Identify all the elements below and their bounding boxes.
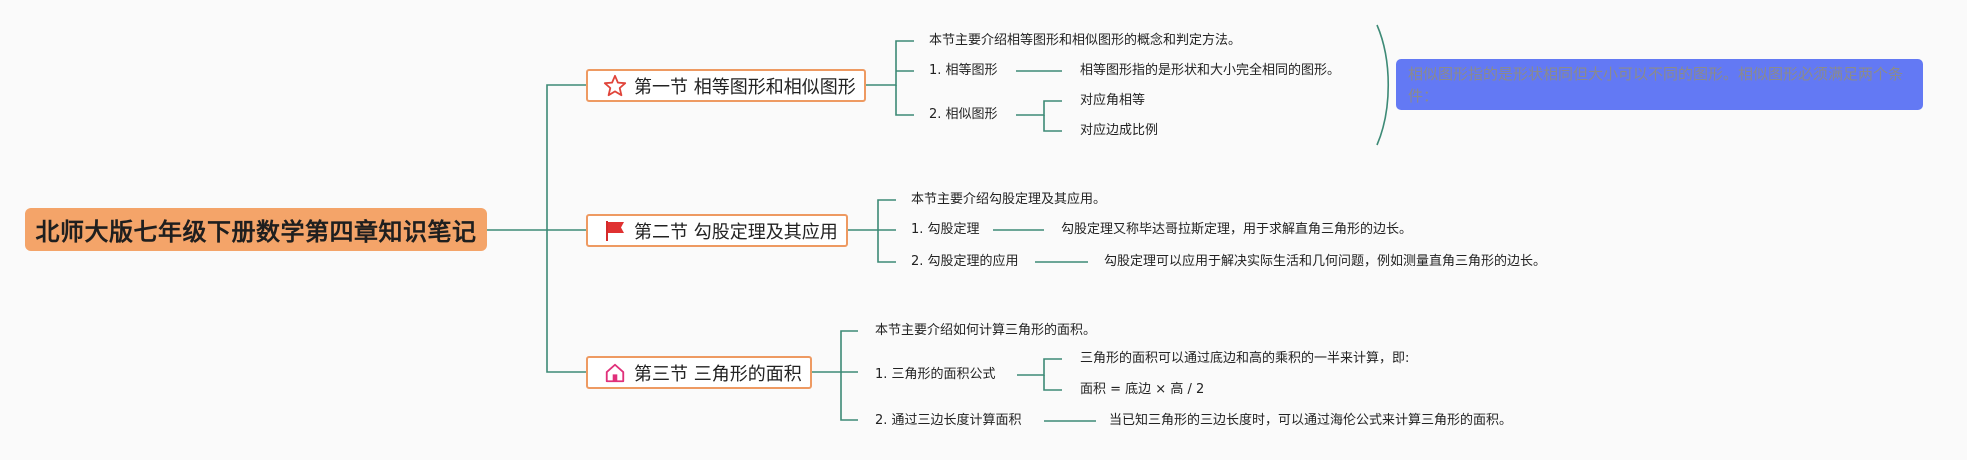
section-3-item-1-detail-1: 三角形的面积可以通过底边和高的乘积的一半来计算，即: xyxy=(1080,351,1410,366)
section-1-item-2-detail-1: 对应角相等 xyxy=(1080,93,1146,108)
section-1-item-1-detail: 相等图形指的是形状和大小完全相同的图形。 xyxy=(1080,63,1341,78)
section-1-title: 第一节 相等图形和相似图形 xyxy=(634,76,856,98)
section-1-item-2-label: 2. 相似图形 xyxy=(929,107,998,122)
section-2-item-1-label: 1. 勾股定理 xyxy=(911,222,980,237)
home-icon xyxy=(602,360,628,386)
summary-note-text: 相似图形指的是形状相同但大小可以不同的图形。相似图形必须满足两个条件： xyxy=(1408,65,1904,105)
section-3-item-2-detail: 当已知三角形的三边长度时，可以通过海伦公式来计算三角形的面积。 xyxy=(1109,413,1513,428)
root-title: 北师大版七年级下册数学第四章知识笔记 xyxy=(35,218,477,246)
section-2-intro: 本节主要介绍勾股定理及其应用。 xyxy=(911,192,1107,207)
section-node-3[interactable]: 第三节 三角形的面积 xyxy=(586,356,812,389)
section-3-item-1-detail-2: 面积 = 底边 × 高 / 2 xyxy=(1080,382,1205,397)
summary-note[interactable]: 相似图形指的是形状相同但大小可以不同的图形。相似图形必须满足两个条件： xyxy=(1396,59,1923,110)
section-node-2[interactable]: 第二节 勾股定理及其应用 xyxy=(586,214,848,247)
section-1-item-2-detail-2: 对应边成比例 xyxy=(1080,123,1159,138)
section-3-intro: 本节主要介绍如何计算三角形的面积。 xyxy=(875,323,1097,338)
section-2-item-2-label: 2. 勾股定理的应用 xyxy=(911,254,1019,269)
mindmap-root-node[interactable]: 北师大版七年级下册数学第四章知识笔记 xyxy=(25,208,487,251)
star-outline-icon xyxy=(602,73,628,99)
red-flag-icon xyxy=(602,218,628,244)
section-1-intro: 本节主要介绍相等图形和相似图形的概念和判定方法。 xyxy=(929,33,1242,48)
section-1-item-1-label: 1. 相等图形 xyxy=(929,63,998,78)
section-2-item-2-detail: 勾股定理可以应用于解决实际生活和几何问题，例如测量直角三角形的边长。 xyxy=(1104,254,1547,269)
section-2-title: 第二节 勾股定理及其应用 xyxy=(634,221,838,243)
section-3-item-2-label: 2. 通过三边长度计算面积 xyxy=(875,413,1022,428)
section-node-1[interactable]: 第一节 相等图形和相似图形 xyxy=(586,69,866,102)
section-3-item-1-label: 1. 三角形的面积公式 xyxy=(875,367,996,382)
section-3-title: 第三节 三角形的面积 xyxy=(634,363,802,385)
section-2-item-1-detail: 勾股定理又称毕达哥拉斯定理，用于求解直角三角形的边长。 xyxy=(1061,222,1413,237)
